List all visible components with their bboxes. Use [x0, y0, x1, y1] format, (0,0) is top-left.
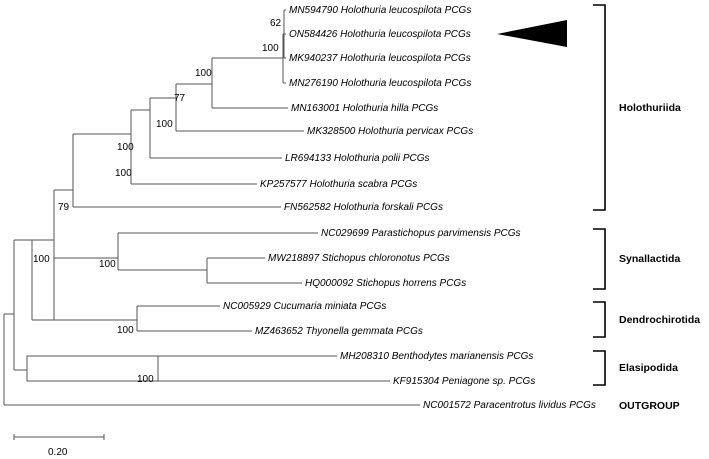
support-value: 100	[33, 254, 50, 265]
elasipodida-node	[26, 355, 337, 382]
clade-brackets	[593, 4, 606, 386]
scale-bar: 0.20	[13, 434, 105, 458]
taxon-on584426: ON584426 Holothuria leucospilota PCGs	[289, 29, 471, 40]
taxon-fn562582: FN562582 Holothuria forskali PCGs	[284, 202, 443, 213]
clade-label-outgroup: OUTGROUP	[619, 400, 680, 412]
clade-label-elasipodida: Elasipodida	[619, 362, 678, 374]
support-value: 100	[137, 374, 154, 385]
highlight-triangle-icon	[497, 20, 567, 47]
support-value: 100	[195, 68, 212, 79]
scale-bar-line	[13, 434, 105, 440]
taxon-hq000092: HQ000092 Stichopus horrens PCGs	[305, 278, 466, 289]
tree-branches	[3, 9, 420, 406]
clade-labels: Holothuriida Synallactida Dendrochirotid…	[619, 102, 700, 412]
clade-label-synallactida: Synallactida	[619, 253, 680, 265]
bracket-synallactida	[593, 228, 606, 290]
scale-bar-label: 0.20	[48, 447, 68, 458]
node-holo-syn	[53, 189, 118, 320]
support-value: 79	[58, 202, 70, 213]
taxon-mz463652: MZ463652 Thyonella gemmata PCGs	[255, 326, 423, 337]
elasipodida-pair	[157, 356, 390, 382]
taxon-mk940237: MK940237 Holothuria leucospilota PCGs	[289, 53, 471, 64]
taxon-nc029699: NC029699 Parastichopus parvimensis PCGs	[321, 228, 521, 239]
taxon-kf915304: KF915304 Peniagone sp. PCGs	[393, 376, 535, 387]
taxon-kp257577: KP257577 Holothuria scabra PCGs	[260, 179, 417, 190]
support-values: 62 100 100 77 100 100 100 79 100 100 100…	[33, 18, 282, 385]
bracket-dendrochirotida	[593, 301, 606, 338]
leucospilota-clade	[282, 9, 286, 84]
holothuriida-backbone	[72, 57, 304, 208]
support-value: 100	[99, 259, 116, 270]
clade-label-holothuriida: Holothuriida	[619, 102, 681, 114]
taxon-nc005929: NC005929 Cucumaria miniata PCGs	[223, 301, 386, 312]
taxon-lr694133: LR694133 Holothuria polii PCGs	[285, 153, 430, 164]
taxon-mn594790: MN594790 Holothuria leucospilota PCGs	[289, 5, 471, 16]
clade-label-dendrochirotida: Dendrochirotida	[619, 314, 700, 326]
node-79	[31, 239, 54, 321]
support-value: 100	[117, 142, 134, 153]
taxon-mk328500: MK328500 Holothuria pervicax PCGs	[307, 126, 473, 137]
bracket-elasipodida	[593, 350, 606, 386]
synallactida-node	[117, 232, 318, 284]
taxon-mh208310: MH208310 Benthodytes marianensis PCGs	[340, 351, 533, 362]
support-value: 77	[174, 93, 186, 104]
bracket-holothuriida	[593, 4, 606, 211]
taxon-nc001572: NC001572 Paracentrotus lividus PCGs	[423, 400, 596, 411]
taxon-mn163001: MN163001 Holothuria hilla PCGs	[291, 103, 438, 114]
taxon-mw218897: MW218897 Stichopus chloronotus PCGs	[268, 253, 450, 264]
ingroup-node	[13, 239, 32, 371]
taxon-labels: MN594790 Holothuria leucospilota PCGs ON…	[223, 5, 596, 411]
support-value: 100	[115, 168, 132, 179]
support-value: 100	[156, 119, 173, 130]
support-value: 62	[270, 18, 282, 29]
dendrochirotida-node	[54, 305, 252, 332]
support-value: 100	[117, 325, 134, 336]
root-branch	[3, 313, 420, 406]
taxon-mn276190: MN276190 Holothuria leucospilota PCGs	[289, 78, 471, 89]
support-value: 100	[262, 43, 279, 54]
